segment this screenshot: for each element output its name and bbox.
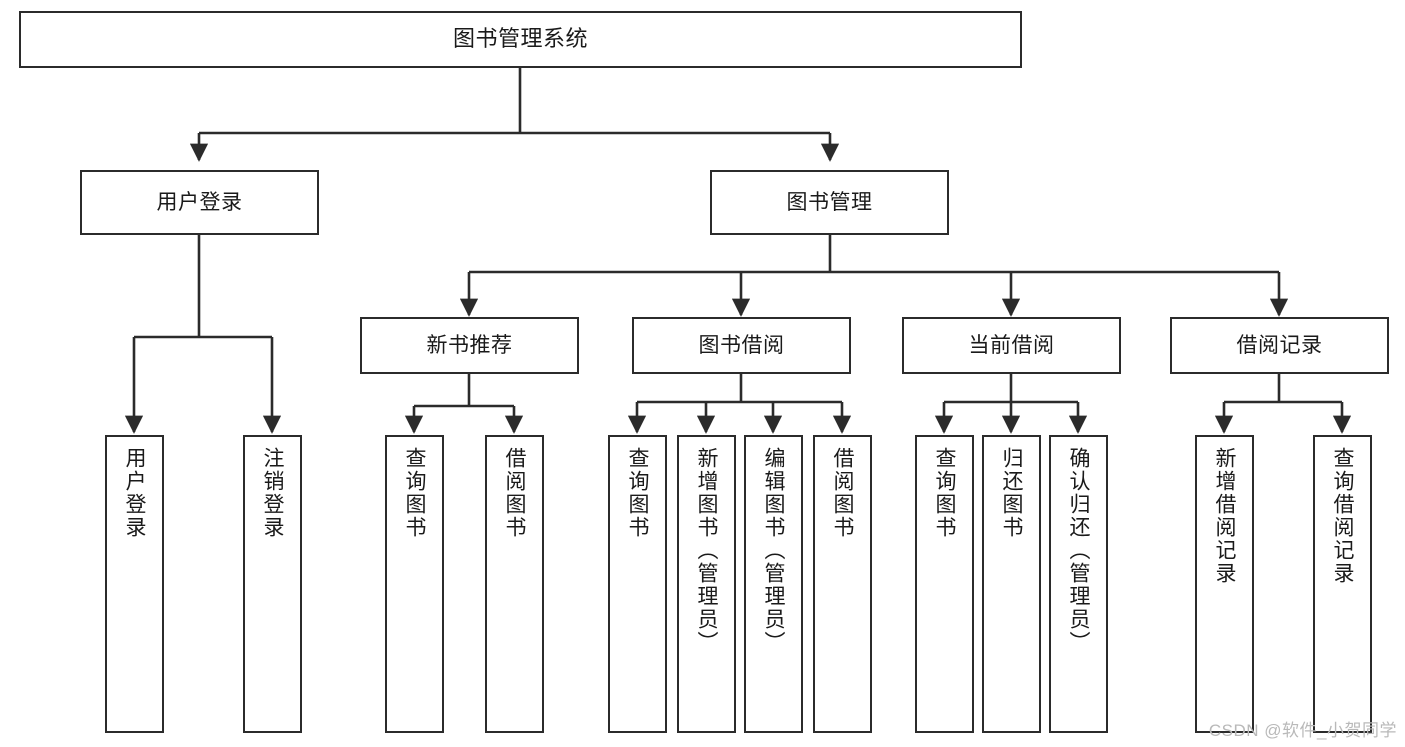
node-leaf-query-book-borrow[interactable]: 查询图书 bbox=[608, 435, 667, 733]
node-borrow-record[interactable]: 借阅记录 bbox=[1170, 317, 1389, 374]
node-current-borrow[interactable]: 当前借阅 bbox=[902, 317, 1121, 374]
node-label: 编辑图书（管理员） bbox=[762, 447, 785, 654]
node-leaf-confirm-return-admin[interactable]: 确认归还（管理员） bbox=[1049, 435, 1108, 733]
node-book-management[interactable]: 图书管理 bbox=[710, 170, 949, 235]
node-label: 查询借阅记录 bbox=[1331, 447, 1354, 585]
node-label: 新增图书（管理员） bbox=[695, 447, 718, 654]
node-user-login[interactable]: 用户登录 bbox=[80, 170, 319, 235]
node-book-borrow[interactable]: 图书借阅 bbox=[632, 317, 851, 374]
node-label: 图书借阅 bbox=[698, 333, 785, 357]
node-label: 确认归还（管理员） bbox=[1067, 447, 1090, 654]
node-new-book-recommend[interactable]: 新书推荐 bbox=[360, 317, 579, 374]
node-leaf-user-login[interactable]: 用户登录 bbox=[105, 435, 164, 733]
node-label: 用户登录 bbox=[123, 447, 146, 539]
node-leaf-query-book-current[interactable]: 查询图书 bbox=[915, 435, 974, 733]
watermark-text: CSDN @软件_小贺同学 bbox=[1208, 721, 1397, 740]
node-root-system[interactable]: 图书管理系统 bbox=[19, 11, 1022, 68]
node-label: 当前借阅 bbox=[968, 333, 1055, 357]
node-label: 用户登录 bbox=[156, 190, 243, 214]
node-leaf-borrow-book-recommend[interactable]: 借阅图书 bbox=[485, 435, 544, 733]
node-label: 新增借阅记录 bbox=[1213, 447, 1236, 585]
node-leaf-query-borrow-record[interactable]: 查询借阅记录 bbox=[1313, 435, 1372, 733]
node-label: 查询图书 bbox=[403, 447, 426, 539]
node-leaf-borrow-book[interactable]: 借阅图书 bbox=[813, 435, 872, 733]
node-leaf-add-book-admin[interactable]: 新增图书（管理员） bbox=[677, 435, 736, 733]
node-leaf-return-book[interactable]: 归还图书 bbox=[982, 435, 1041, 733]
node-label: 图书管理系统 bbox=[452, 26, 588, 52]
node-label: 查询图书 bbox=[626, 447, 649, 539]
node-leaf-add-borrow-record[interactable]: 新增借阅记录 bbox=[1195, 435, 1254, 733]
node-label: 借阅图书 bbox=[503, 447, 526, 539]
node-label: 图书管理 bbox=[786, 190, 873, 214]
node-label: 借阅图书 bbox=[831, 447, 854, 539]
node-label: 新书推荐 bbox=[426, 333, 513, 357]
node-label: 归还图书 bbox=[1000, 447, 1023, 539]
node-leaf-edit-book-admin[interactable]: 编辑图书（管理员） bbox=[744, 435, 803, 733]
node-label: 注销登录 bbox=[261, 447, 284, 539]
node-leaf-query-book-recommend[interactable]: 查询图书 bbox=[385, 435, 444, 733]
node-label: 借阅记录 bbox=[1236, 333, 1323, 357]
node-label: 查询图书 bbox=[933, 447, 956, 539]
node-leaf-logout[interactable]: 注销登录 bbox=[243, 435, 302, 733]
